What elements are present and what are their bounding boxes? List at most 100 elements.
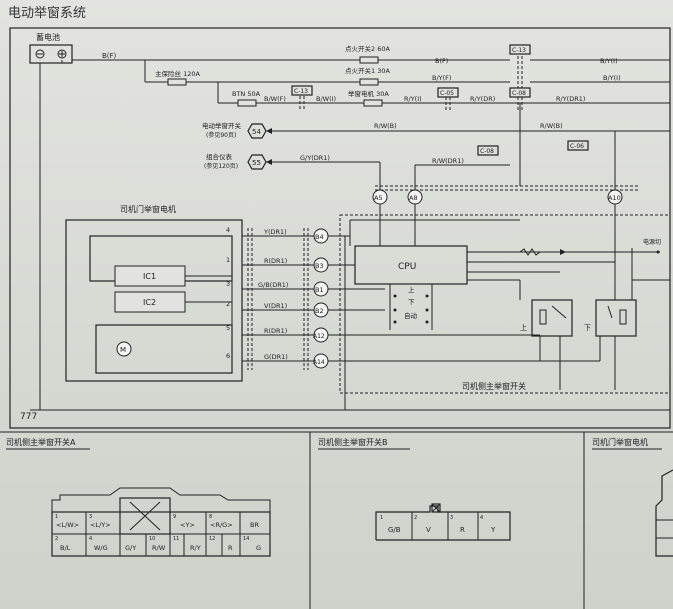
motor-label: M <box>120 346 126 354</box>
panel-b-connector <box>375 505 511 541</box>
wire-bwf: B/W(F) <box>264 95 286 103</box>
wire-row-2: R(DR1) <box>264 257 287 265</box>
switch-auto-label: 自动 <box>404 311 418 320</box>
motor-pin-5: 5 <box>226 324 230 332</box>
wire-byi-far2: B/Y(I) <box>603 74 621 82</box>
battery-positive-icon <box>57 49 67 59</box>
terminal-a8: A8 <box>409 194 418 202</box>
ic2: IC2 <box>143 298 156 307</box>
connector-c05: C-05 <box>440 90 454 97</box>
relay-down <box>595 299 637 337</box>
panel-a-bot-4: R/W <box>152 544 166 552</box>
panel-a-title: 司机侧主举窗开关A <box>6 437 76 447</box>
main-switch-label: 司机侧主举窗开关 <box>462 381 526 391</box>
panel-a-bot-7: G <box>256 544 261 552</box>
wire-byi-far: B/Y(I) <box>600 57 618 65</box>
panel-b-n3: 3 <box>450 515 453 521</box>
terminal-a5: A5 <box>374 194 383 202</box>
terminal-b3: B3 <box>315 262 324 270</box>
relay-up <box>531 299 573 337</box>
panel-a-top-2: <L/Y> <box>90 521 111 529</box>
panel-a-bot-n2: 4 <box>89 536 92 542</box>
wire-rwb2: R/W(B) <box>540 122 563 130</box>
panel-a-bot-2: W/G <box>94 544 108 552</box>
panel-b-n2: 2 <box>414 515 417 521</box>
relay-down-label: 下 <box>584 324 591 332</box>
panel-c-title: 司机门举窗电机 <box>592 437 648 447</box>
motor-pin-2: 1 <box>226 256 230 264</box>
wire-row-4: V(DR1) <box>264 302 287 310</box>
ref55-badge: 55 <box>252 159 261 167</box>
panel-a-top-br: BR <box>250 521 259 529</box>
panel-b-title: 司机侧主举窗开关B <box>318 437 388 447</box>
connector-c08-top: C-08 <box>512 90 526 97</box>
window-motor-fuse-icon <box>363 99 383 107</box>
arrow-left-icon <box>266 159 272 165</box>
main-switch-outline <box>339 214 671 394</box>
panel-b-cell-1: G/B <box>388 526 401 534</box>
ign1-fuse-icon <box>359 78 379 86</box>
wire-bf-right: B(F) <box>435 57 448 65</box>
motor-icon <box>116 341 132 357</box>
panel-b-n4: 4 <box>480 515 483 521</box>
wire-bf: B(F) <box>102 52 117 60</box>
window-motor-fuse-label: 举窗电机 30A <box>348 89 389 98</box>
relay-up-label: 上 <box>520 323 527 332</box>
wire-bwi: B/W(I) <box>316 95 336 103</box>
panel-a-bot-n1: 2 <box>55 536 58 542</box>
panel-a-bot-3: G/Y <box>125 544 136 552</box>
panel-b-cell-2: V <box>426 526 431 534</box>
panel-a-top-y: <Y> <box>180 521 195 529</box>
panel-a-bot-1: B/L <box>60 544 71 552</box>
panel-a-bot-6: R <box>228 544 233 552</box>
battery-label: 蓄电池 <box>36 32 60 42</box>
ign2-fuse-label: 点火开关2 60A <box>345 44 390 53</box>
motor-box <box>65 219 243 382</box>
panel-a-top-n4: 8 <box>209 514 212 520</box>
panel-b-cell-4: Y <box>490 526 496 534</box>
panel-a-bot-n4: 10 <box>149 536 155 542</box>
wire-row-6: G(DR1) <box>264 353 288 361</box>
terminal-a14: A14 <box>313 359 325 366</box>
switch-up-label: 上 <box>408 285 415 294</box>
wire-row-5: R(DR1) <box>264 327 287 335</box>
panel-b-n1: 1 <box>380 515 383 521</box>
wire-byf-mid: B/Y(F) <box>432 74 451 82</box>
motor-pin-4: 2 <box>226 300 230 308</box>
cpu-box <box>354 245 468 285</box>
wire-rwdr1: R/W(DR1) <box>432 157 464 165</box>
terminal-b1: B1 <box>315 286 324 294</box>
ref55-sub: (参见120页) <box>204 162 238 170</box>
main-fuse-icon <box>167 78 187 86</box>
connector-c08-mid: C-08 <box>480 148 494 155</box>
panel-a-top-n3: 9 <box>173 514 176 520</box>
terminal-a10: A10 <box>608 194 621 202</box>
panel-a-top-n1: 1 <box>55 514 58 520</box>
ign1-fuse-label: 点火开关1 30A <box>345 66 390 75</box>
panel-c-connector <box>655 469 673 557</box>
connector-c06: C-06 <box>570 143 584 150</box>
cpu-label: CPU <box>398 262 416 272</box>
page-title: 电动举窗系统 <box>8 6 87 21</box>
ref54-text: 电动举窗开关 <box>202 121 242 130</box>
wire-rydr1: R/Y(DR1) <box>556 95 585 103</box>
wire-rwb1: R/W(B) <box>374 122 397 130</box>
motor-pin-6: 6 <box>226 352 230 360</box>
connector-c13-mid: C-13 <box>294 88 308 95</box>
btn-fuse-icon <box>237 99 257 107</box>
motor-pin-3: 3 <box>226 280 230 288</box>
ref54-sub: (参见90页) <box>206 131 236 139</box>
motor-section-title: 司机门举窗电机 <box>120 204 176 214</box>
motor-pin-1: 4 <box>226 226 230 234</box>
panel-a-bot-5: R/Y <box>190 544 201 552</box>
ic1: IC1 <box>143 272 156 281</box>
wire-row-3: G/B(DR1) <box>258 281 288 289</box>
connector-c13-top: C-13 <box>512 47 526 54</box>
battery-negative-icon <box>35 49 45 59</box>
panel-a-top-rg: <R/G> <box>210 521 233 529</box>
panel-b-cell-3: R <box>460 526 465 534</box>
wire-rydr: R/Y(DR) <box>470 95 495 103</box>
arrow-left-icon <box>266 128 272 134</box>
